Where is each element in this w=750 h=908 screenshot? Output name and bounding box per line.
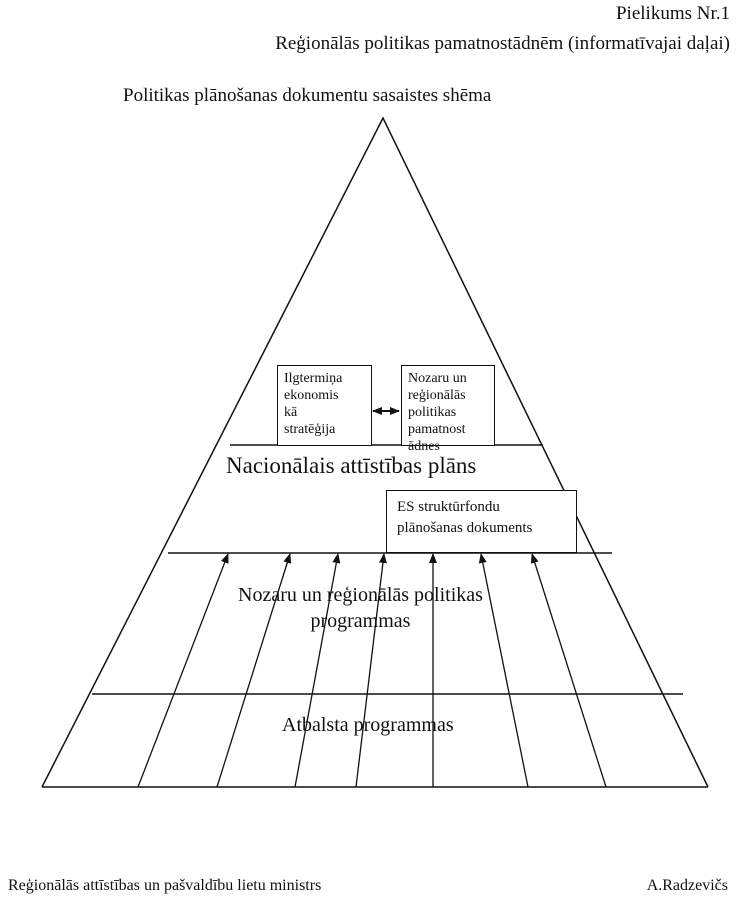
box-line: pamatnost bbox=[408, 422, 466, 437]
minister-name: A.Radzevičs bbox=[646, 877, 728, 894]
pyramid-outline bbox=[41, 116, 709, 788]
upward-arrow bbox=[478, 553, 529, 788]
level-line: programmas bbox=[310, 610, 411, 632]
level-sector-programs: Nozaru un reģionālās politikas programma… bbox=[238, 582, 483, 634]
page-title: Politikas plānošanas dokumentu sasaistes… bbox=[123, 85, 492, 106]
policy-guidelines-box: Nozaru un reģionālās politikas pamatnost… bbox=[401, 365, 495, 454]
upward-arrow bbox=[530, 553, 607, 788]
upward-arrow bbox=[216, 553, 292, 788]
level-line: Nozaru un reģionālās politikas bbox=[238, 584, 483, 606]
level-national-plan: Nacionālais attīstības plāns bbox=[226, 453, 477, 478]
upward-arrow bbox=[294, 553, 341, 788]
long-term-strategy-box: Ilgtermiņa ekonomis kā stratēģija bbox=[277, 365, 372, 446]
minister-title: Reģionālās attīstības un pašvaldību liet… bbox=[8, 877, 322, 894]
box-line: Nozaru un bbox=[408, 371, 467, 386]
level-support-programs: Atbalsta programmas bbox=[282, 714, 454, 736]
box-line: stratēģija bbox=[284, 422, 336, 437]
box-line: ES struktūrfondu bbox=[397, 499, 500, 515]
es-structural-funds-box: ES struktūrfondu plānošanas dokuments bbox=[386, 490, 577, 553]
box-line: ekonomis bbox=[284, 388, 339, 403]
box-line: ādnes bbox=[408, 439, 440, 454]
upward-arrow bbox=[137, 553, 229, 788]
box-line: politikas bbox=[408, 405, 457, 420]
box-line: kā bbox=[284, 405, 298, 420]
box-line: Ilgtermiņa bbox=[284, 371, 343, 386]
box-line: reģionālās bbox=[408, 388, 466, 403]
box-line: plānošanas dokuments bbox=[397, 520, 533, 536]
annex-number: Pielikums Nr.1 bbox=[615, 3, 730, 24]
upward-arrow bbox=[355, 553, 387, 788]
annex-subtitle: Reģionālās politikas pamatnostādnēm (inf… bbox=[275, 33, 730, 54]
